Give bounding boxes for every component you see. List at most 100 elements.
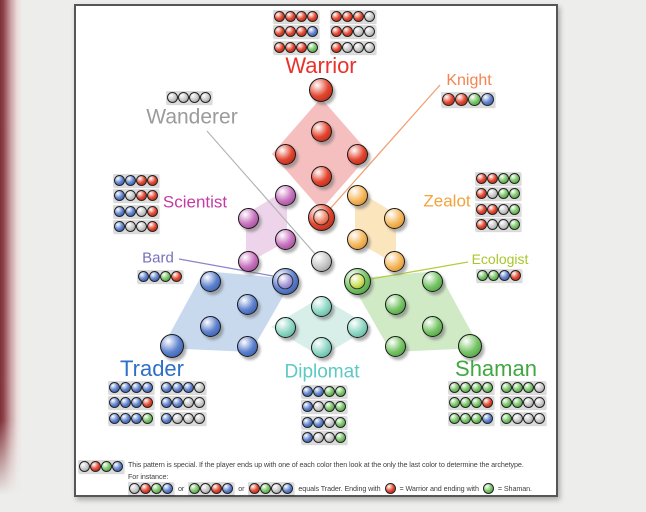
dot-red: [211, 483, 223, 494]
label-zealot: Zealot: [423, 191, 471, 211]
dot-gray: [534, 397, 545, 409]
dot-gray: [313, 401, 324, 413]
dot-gray: [79, 461, 90, 472]
ball-cyan: [346, 316, 368, 338]
ball-green: [421, 270, 443, 292]
dot-gray: [324, 432, 335, 444]
dot-red: [510, 270, 521, 281]
dot-blue: [149, 271, 160, 282]
dot-blue: [481, 93, 494, 106]
trader-patterns-right-row: [160, 396, 206, 410]
dot-blue: [138, 271, 149, 282]
dot-green: [501, 412, 512, 424]
label-knight: Knight: [446, 72, 492, 89]
dot-gray: [534, 382, 545, 393]
dot-green: [335, 401, 346, 413]
dot-red: [455, 93, 468, 106]
special-pattern: [78, 460, 124, 473]
shaman-patterns-right-row: [500, 396, 546, 410]
dot-red: [274, 11, 285, 22]
dot-red: [296, 11, 307, 22]
ball-red: [346, 143, 368, 165]
dot-green: [471, 397, 482, 409]
dot-green: [498, 188, 509, 200]
ball-green: [421, 315, 443, 337]
dot-blue: [109, 412, 120, 424]
dot-red: [384, 483, 396, 494]
dot-blue: [114, 190, 125, 202]
dot-red: [136, 175, 147, 186]
dot-blue: [302, 401, 313, 413]
dot-blue: [120, 412, 131, 424]
trader-patterns-left-row: [108, 396, 154, 410]
dot-green: [324, 401, 335, 413]
dot-blue: [161, 412, 172, 424]
dot-green: [477, 270, 488, 281]
dot-blue: [131, 397, 142, 409]
shaman-patterns-right-row: [500, 381, 546, 394]
dot-blue: [131, 412, 142, 424]
ball-magenta: [237, 207, 259, 229]
zealot-patterns-row: [475, 218, 521, 232]
wanderer-pattern-row: [166, 91, 212, 104]
dot-red: [285, 41, 296, 53]
page-binding-edge: [0, 0, 22, 500]
label-shaman: Shaman: [455, 356, 537, 381]
warrior-patterns-right-row: [330, 40, 376, 54]
dot-red: [147, 221, 158, 233]
scientist-patterns-row: [113, 204, 159, 218]
dot-blue: [161, 382, 172, 393]
ball-blue: [236, 293, 258, 315]
dot-red: [476, 173, 487, 184]
warrior-patterns-right-row: [330, 10, 376, 23]
ball-blue: [199, 270, 221, 292]
dot-red: [147, 175, 158, 186]
ball-blue: [236, 335, 258, 357]
dot-green: [151, 483, 162, 494]
note-line2: For instance:: [128, 472, 169, 481]
dot-gray: [313, 432, 324, 444]
dot-blue: [125, 175, 136, 186]
or-text: or: [178, 484, 185, 493]
ball-inner-ring: [349, 273, 365, 289]
shaman-end-text: = Shaman.: [497, 484, 532, 493]
label-wanderer: Wanderer: [146, 105, 238, 129]
dot-red: [353, 11, 364, 22]
dot-gray: [194, 412, 205, 424]
dot-gray: [523, 412, 534, 424]
trader-patterns-right-row: [160, 381, 206, 394]
dot-red: [442, 93, 455, 106]
dot-blue: [162, 483, 173, 494]
dot-gray: [167, 92, 178, 103]
dot-green: [460, 382, 471, 393]
dot-gray: [200, 483, 212, 494]
wanderer-ball: [310, 250, 332, 272]
dot-green: [335, 416, 346, 428]
dot-gray: [534, 412, 545, 424]
scientist-patterns-row: [113, 220, 159, 234]
dot-blue: [142, 382, 153, 393]
dot-blue: [302, 386, 313, 397]
dot-red: [482, 397, 493, 409]
dot-green: [501, 397, 512, 409]
ball-magenta: [274, 184, 296, 206]
ball-red: [309, 78, 333, 102]
zealot-patterns-row: [475, 172, 521, 185]
ball-magenta: [274, 228, 296, 250]
dot-gray: [129, 483, 140, 494]
example-pattern: [248, 482, 295, 495]
dot-green: [449, 397, 460, 409]
dot-gray: [271, 483, 283, 494]
example-pattern: [128, 482, 174, 495]
warrior-patterns-left-row: [273, 25, 319, 39]
dot-green: [324, 386, 335, 397]
dot-gray: [125, 221, 136, 233]
dot-green: [142, 412, 153, 424]
dot-green: [498, 173, 509, 184]
dot-gray: [200, 92, 211, 103]
dot-gray: [364, 41, 375, 53]
dot-green: [512, 397, 523, 409]
dot-blue: [114, 221, 125, 233]
dot-green: [160, 271, 171, 282]
